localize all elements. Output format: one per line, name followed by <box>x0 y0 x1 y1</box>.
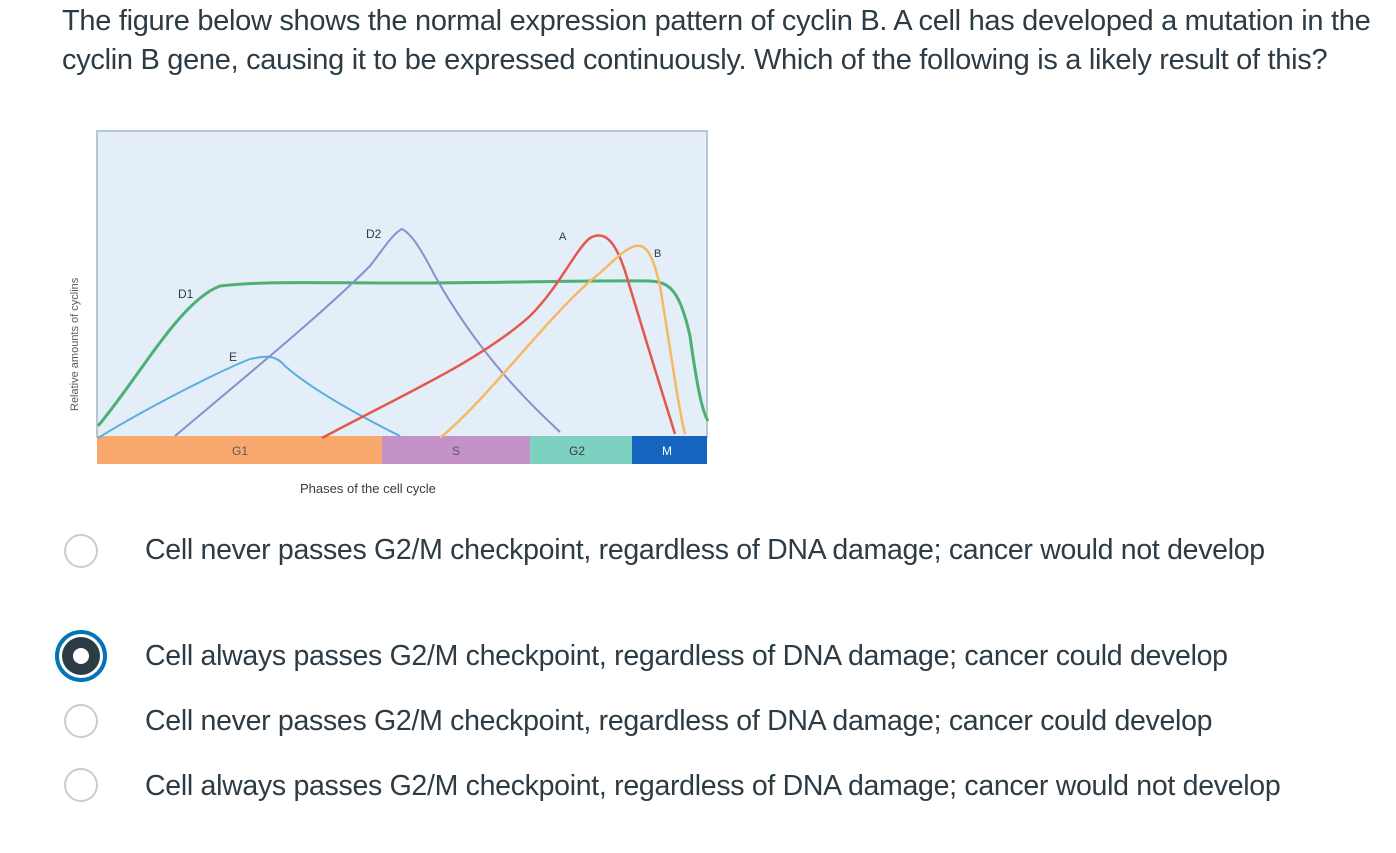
curve-label-e: E <box>229 350 237 364</box>
phase-label-m: M <box>662 444 672 458</box>
phase-label-g2: G2 <box>569 444 585 458</box>
question-text: The figure below shows the normal expres… <box>62 5 1371 76</box>
radio-button[interactable] <box>64 768 98 802</box>
phase-bar-g2 <box>530 436 632 464</box>
answer-text: Cell always passes G2/M checkpoint, rega… <box>145 640 1228 672</box>
cyclin-expression-figure: D1 E D2 A B G1 S G2 M Phases of the cell… <box>60 126 720 506</box>
curve-label-d2: D2 <box>366 227 382 241</box>
y-axis-label: Relative amounts of cyclins <box>69 277 81 411</box>
answer-text: Cell never passes G2/M checkpoint, regar… <box>145 705 1213 737</box>
x-axis-label: Phases of the cell cycle <box>300 481 436 496</box>
radio-button[interactable] <box>64 704 98 738</box>
curve-label-b: B <box>654 248 661 260</box>
phase-bar-m <box>632 436 707 464</box>
phase-label-s: S <box>452 444 460 458</box>
curve-b <box>439 244 687 439</box>
curve-e <box>97 355 401 439</box>
curve-a <box>321 234 677 440</box>
answer-text: Cell never passes G2/M checkpoint, regar… <box>145 534 1265 566</box>
curve-label-d1: D1 <box>178 287 194 301</box>
radio-ring <box>62 637 100 675</box>
curve-label-a: A <box>559 231 567 243</box>
phase-bar-s <box>382 436 530 464</box>
phase-bar-g1 <box>97 436 382 464</box>
radio-button[interactable] <box>64 534 98 568</box>
answer-text: Cell always passes G2/M checkpoint, rega… <box>145 770 1281 802</box>
radio-button-selected[interactable] <box>55 630 107 682</box>
curve-d2 <box>174 227 561 437</box>
curve-d1 <box>96 279 710 427</box>
phase-label-g1: G1 <box>232 444 248 458</box>
radio-dot <box>73 648 89 664</box>
